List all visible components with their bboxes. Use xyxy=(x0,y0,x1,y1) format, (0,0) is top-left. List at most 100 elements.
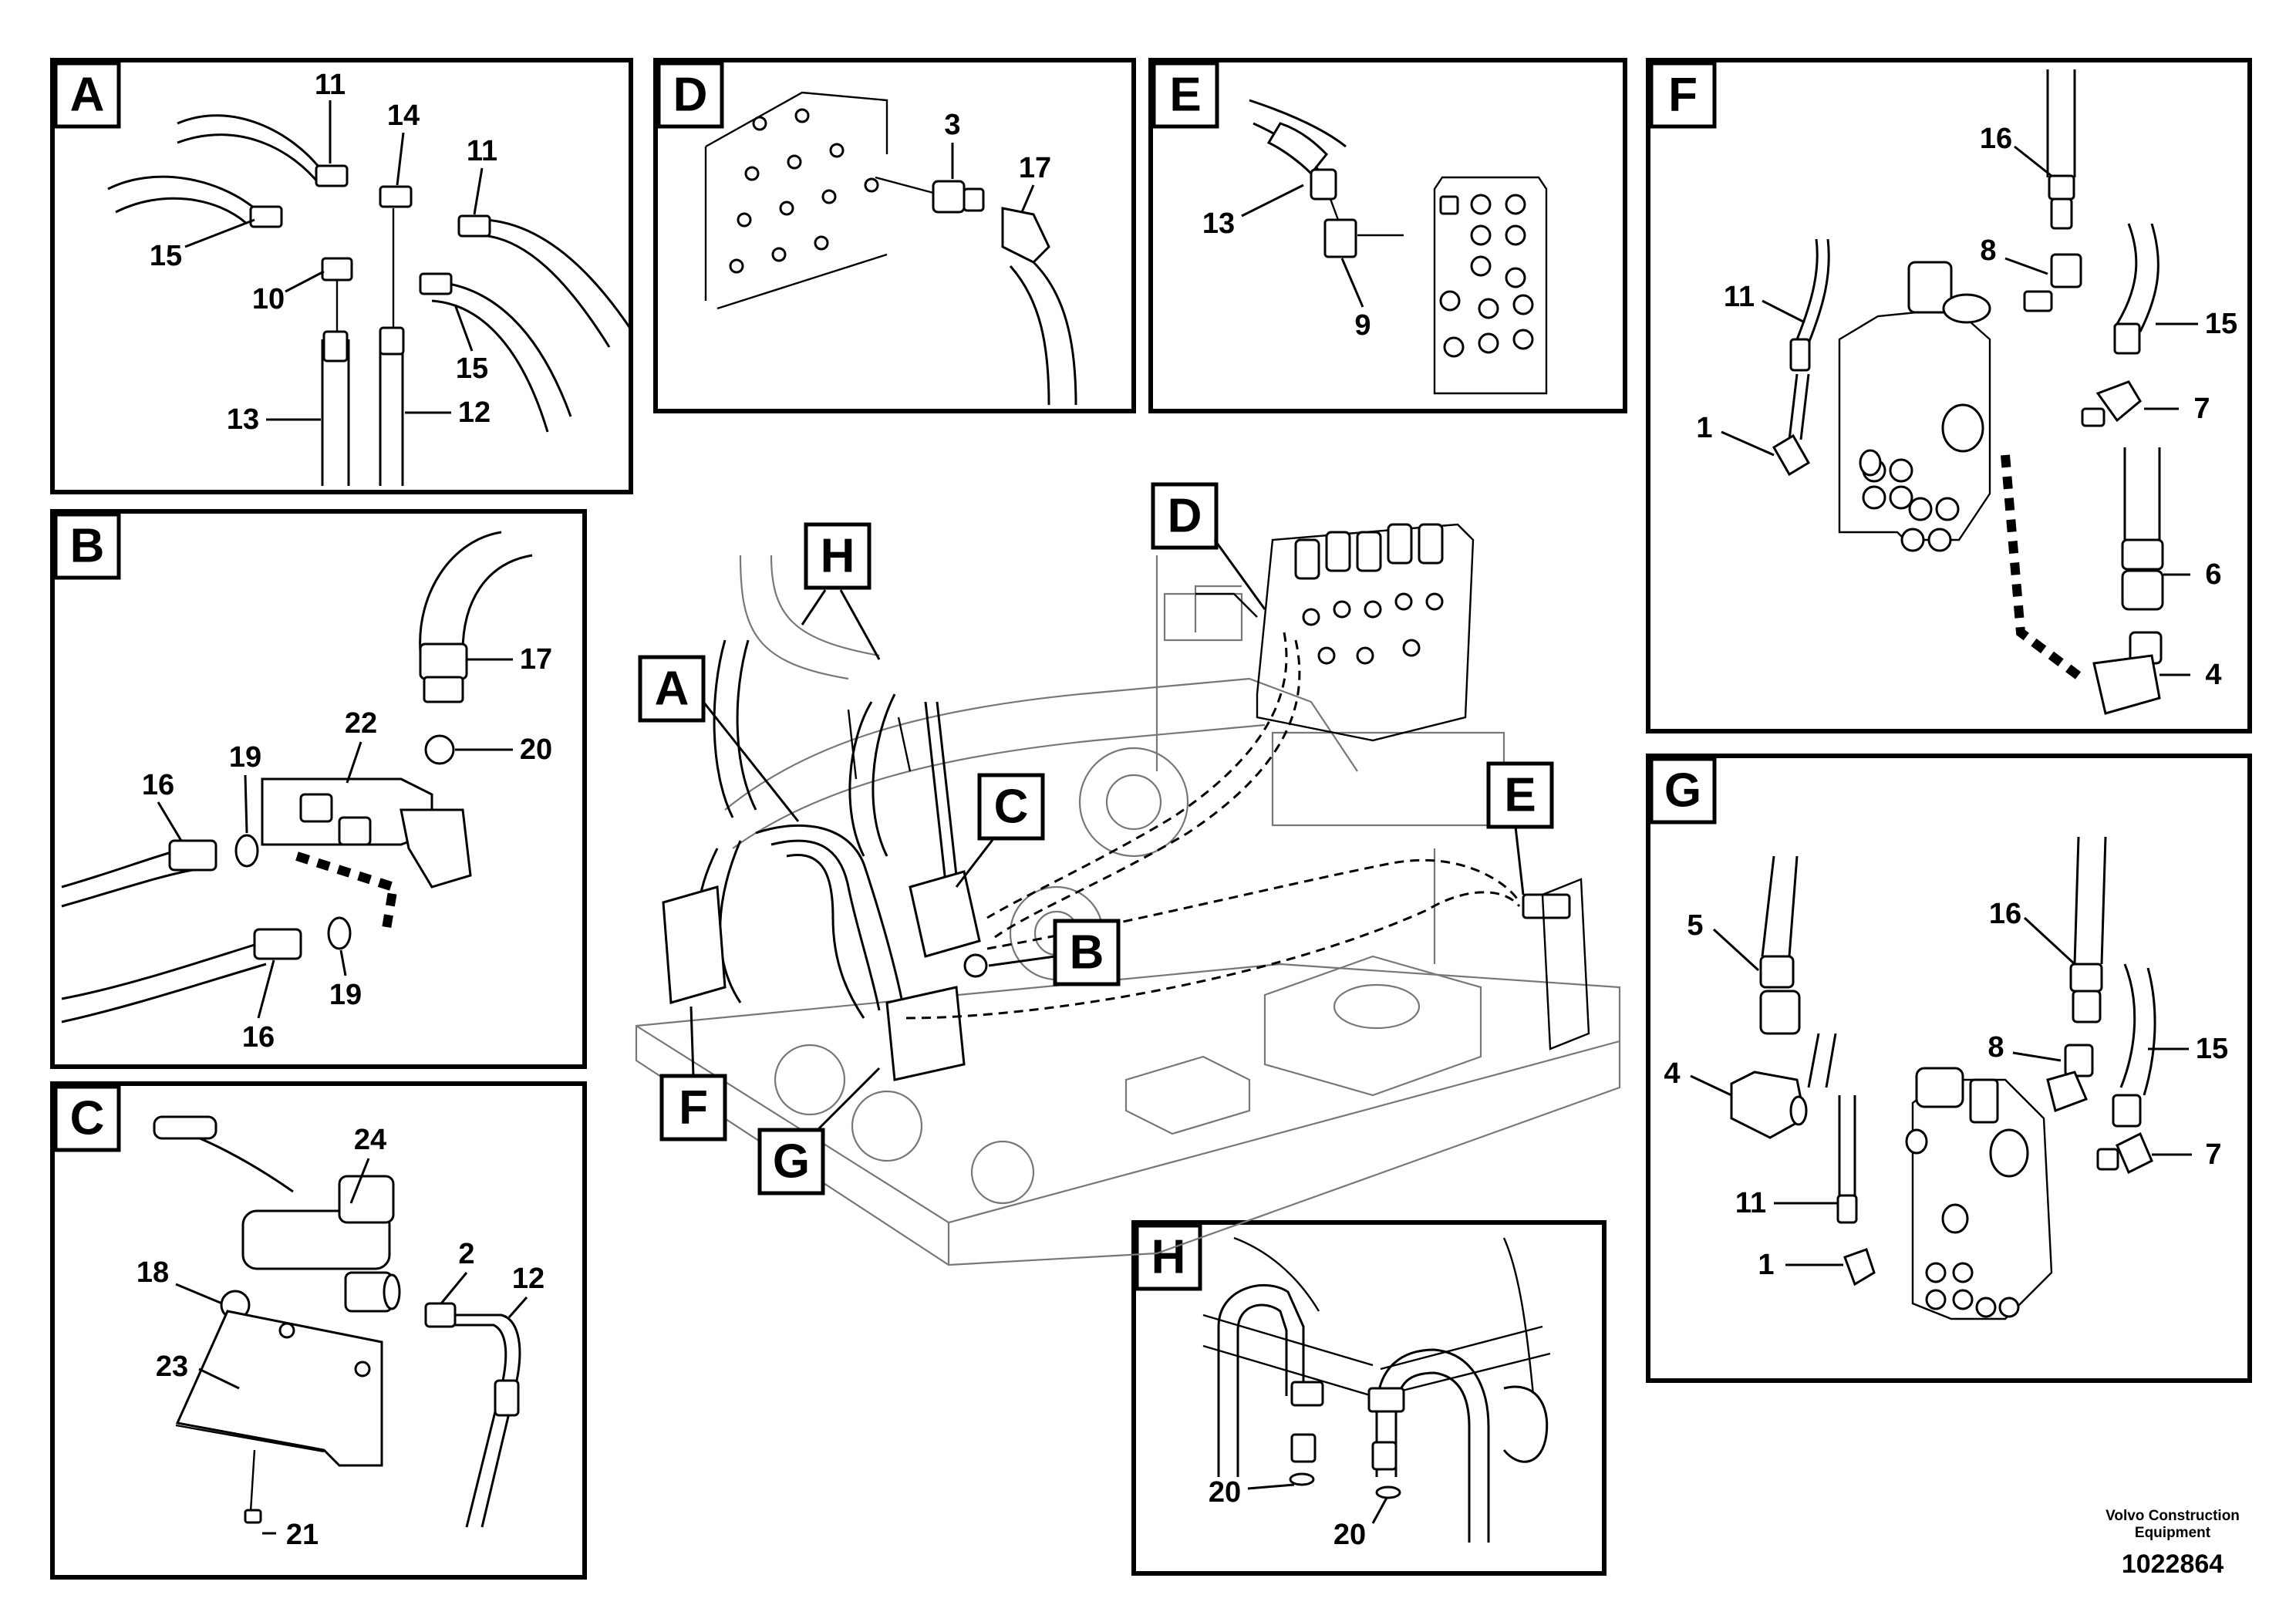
panel-b: B 17 20 22 19 16 16 19 xyxy=(50,509,587,1069)
panel-d-label: D xyxy=(673,69,708,122)
callout-16: 16 xyxy=(242,1021,275,1054)
callout-1: 1 xyxy=(1758,1249,1774,1281)
callout-11: 11 xyxy=(1724,281,1755,313)
overview-pointer-a: A xyxy=(638,655,800,822)
panel-e-tag: E xyxy=(1151,61,1219,129)
panel-h-drawing xyxy=(1202,1236,1551,1543)
overview-hose-bundle xyxy=(662,639,988,1081)
callout-18: 18 xyxy=(137,1256,169,1289)
panel-e: E 13 9 xyxy=(1148,58,1627,413)
callout-15: 15 xyxy=(456,352,488,385)
panel-d-callouts: 3 17 xyxy=(944,109,1051,213)
overview-pointer-d: D xyxy=(1151,482,1266,610)
panel-e-label: E xyxy=(1169,69,1201,122)
document-number: 1022864 xyxy=(2121,1549,2224,1579)
panel-a-label: A xyxy=(70,69,105,122)
panel-c-callouts: 24 2 12 18 23 21 xyxy=(137,1124,544,1551)
overview-dashed-routes xyxy=(905,632,1590,1050)
panel-c-drawing xyxy=(153,1115,521,1528)
callout-3: 3 xyxy=(944,109,960,141)
callout-16: 16 xyxy=(1980,123,2012,155)
callout-13: 13 xyxy=(227,403,259,436)
overview-pointer-b: B xyxy=(988,919,1121,986)
callout-14: 14 xyxy=(387,99,420,132)
callout-19: 19 xyxy=(229,741,261,774)
overview-pointer-f: F xyxy=(659,1006,727,1141)
callout-12: 12 xyxy=(458,396,491,429)
pointer-f-label: F xyxy=(679,1081,708,1135)
panel-h: H 20 20 xyxy=(1131,1220,1607,1576)
panel-a: A 11 14 11 15 10 15 13 12 xyxy=(50,58,634,494)
callout-22: 22 xyxy=(345,707,377,740)
callout-5: 5 xyxy=(1687,909,1703,942)
callout-24: 24 xyxy=(354,1124,386,1156)
panel-b-callouts: 17 20 22 19 16 16 19 xyxy=(142,643,552,1054)
callout-17: 17 xyxy=(1019,152,1051,184)
panel-f-tag: F xyxy=(1649,61,1717,129)
callout-7: 7 xyxy=(2193,393,2210,425)
callout-1: 1 xyxy=(1696,412,1712,444)
panel-g-tag: G xyxy=(1649,757,1717,824)
callout-4: 4 xyxy=(2205,659,2221,691)
callout-2: 2 xyxy=(458,1238,474,1270)
callout-11: 11 xyxy=(315,69,346,101)
callout-13: 13 xyxy=(1202,207,1235,240)
panel-h-label: H xyxy=(1151,1231,1186,1284)
panel-b-tag: B xyxy=(53,512,121,580)
callout-21: 21 xyxy=(286,1519,319,1551)
panel-f-callouts: 16 8 11 15 7 1 6 4 xyxy=(1696,123,2237,691)
overview-pointer-h: H xyxy=(801,522,881,660)
pointer-b-label: B xyxy=(1070,926,1104,980)
brand-line-1: Volvo Construction xyxy=(2106,1508,2240,1524)
panel-a-fittings xyxy=(249,164,491,363)
panel-d-tag: D xyxy=(656,61,724,129)
panel-b-label: B xyxy=(70,520,105,573)
panel-a-callouts: 11 14 11 15 10 15 13 12 xyxy=(150,69,497,436)
callout-9: 9 xyxy=(1354,309,1371,342)
callout-8: 8 xyxy=(1988,1031,2004,1064)
pointer-e-label: E xyxy=(1504,769,1536,822)
callout-20: 20 xyxy=(520,733,552,766)
panel-h-callouts: 20 20 xyxy=(1209,1476,1388,1551)
panel-d: D 3 17 xyxy=(653,58,1136,413)
panel-c: C 24 2 12 18 23 21 xyxy=(50,1081,587,1580)
callout-11: 11 xyxy=(1735,1187,1766,1219)
callout-7: 7 xyxy=(2205,1138,2221,1171)
panel-g: G 5 16 8 15 4 7 11 1 xyxy=(1646,754,2252,1383)
callout-23: 23 xyxy=(156,1351,188,1383)
pointer-a-label: A xyxy=(655,663,689,716)
panel-b-drawing xyxy=(61,531,533,1023)
callout-17: 17 xyxy=(520,643,552,676)
callout-16: 16 xyxy=(142,769,174,801)
panel-g-label: G xyxy=(1664,764,1701,818)
panel-e-drawing xyxy=(1249,99,1548,395)
callout-11: 11 xyxy=(467,135,497,167)
brand-line-2: Equipment xyxy=(2134,1525,2211,1541)
panel-f-drawing xyxy=(1772,69,2164,715)
panel-a-hoses xyxy=(107,114,634,486)
overview-pointer-c: C xyxy=(955,773,1045,888)
pointer-h-label: H xyxy=(821,530,855,583)
callout-20: 20 xyxy=(1333,1519,1366,1551)
footer: Volvo Construction Equipment 1022864 xyxy=(2072,1508,2273,1580)
panel-g-callouts: 5 16 8 15 4 7 11 1 xyxy=(1664,898,2228,1281)
callout-15: 15 xyxy=(2205,308,2237,340)
panel-c-tag: C xyxy=(53,1084,121,1152)
panel-d-drawing xyxy=(704,91,1077,406)
panel-h-tag: H xyxy=(1135,1223,1202,1291)
callout-20: 20 xyxy=(1209,1476,1241,1509)
callout-15: 15 xyxy=(150,240,182,272)
pointer-g-label: G xyxy=(773,1135,810,1189)
overview-pointer-g: G xyxy=(757,1067,881,1195)
pointer-d-label: D xyxy=(1168,490,1202,543)
panel-e-callouts: 13 9 xyxy=(1202,184,1371,342)
callout-10: 10 xyxy=(252,283,285,315)
callout-16: 16 xyxy=(1989,898,2021,930)
callout-12: 12 xyxy=(512,1263,544,1295)
pointer-c-label: C xyxy=(994,781,1029,834)
callout-8: 8 xyxy=(1980,234,1996,267)
callout-6: 6 xyxy=(2205,558,2221,591)
panel-f-label: F xyxy=(1668,69,1698,122)
panel-c-label: C xyxy=(70,1092,105,1145)
panel-f: F 16 8 11 15 7 1 6 4 xyxy=(1646,58,2252,733)
